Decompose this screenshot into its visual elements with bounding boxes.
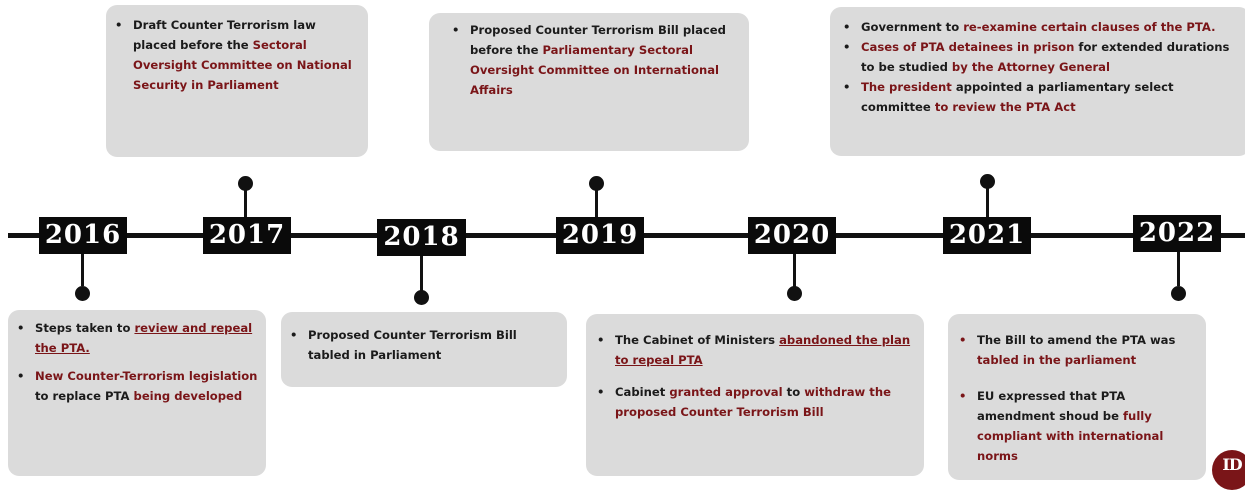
event-card-2022: The Bill to amend the PTA was tabled in … [948, 314, 1206, 480]
event-2016-bullet-1: Steps taken to review and repeal the PTA… [14, 318, 258, 358]
connector-dot-2020 [787, 286, 802, 301]
event-card-2018: Proposed Counter Terrorism Bill tabled i… [281, 312, 567, 387]
event-2019-bullet-1: Proposed Counter Terrorism Bill placed b… [449, 20, 739, 100]
event-2016-bullet-2: New Counter-Terrorism legislation to rep… [14, 366, 258, 406]
event-card-2020: The Cabinet of Ministers abandoned the p… [586, 314, 924, 476]
connector-dot-2021 [980, 174, 995, 189]
event-2020-bullet-1: The Cabinet of Ministers abandoned the p… [594, 330, 914, 370]
year-label-2016: 2016 [39, 217, 127, 254]
connector-stem-2022 [1177, 252, 1180, 286]
year-label-2021: 2021 [943, 217, 1031, 254]
event-2021-bullet-1: Government to re-examine certain clauses… [840, 17, 1244, 37]
connector-stem-2020 [793, 254, 796, 287]
year-label-2017: 2017 [203, 217, 291, 254]
event-card-2021: Government to re-examine certain clauses… [830, 7, 1245, 156]
event-2022-bullet-1: The Bill to amend the PTA was tabled in … [956, 330, 1192, 370]
event-2021-bullet-2: Cases of PTA detainees in prison for ext… [840, 37, 1244, 77]
event-card-2016: Steps taken to review and repeal the PTA… [8, 310, 266, 476]
connector-stem-2017 [244, 189, 247, 217]
event-2020-bullet-2: Cabinet granted approval to withdraw the… [594, 382, 914, 422]
event-card-2019: Proposed Counter Terrorism Bill placed b… [429, 13, 749, 151]
connector-dot-2022 [1171, 286, 1186, 301]
brand-logo: ID [1212, 450, 1245, 490]
connector-stem-2021 [986, 187, 989, 217]
event-2018-bullet-1: Proposed Counter Terrorism Bill tabled i… [287, 325, 555, 365]
connector-dot-2019 [589, 176, 604, 191]
connector-dot-2018 [414, 290, 429, 305]
event-card-2017: Draft Counter Terrorism law placed befor… [106, 5, 368, 157]
event-2017-bullet-1: Draft Counter Terrorism law placed befor… [112, 15, 358, 95]
year-label-2020: 2020 [748, 217, 836, 254]
year-label-2018: 2018 [377, 219, 466, 256]
connector-dot-2017 [238, 176, 253, 191]
connector-stem-2019 [595, 189, 598, 217]
abandoned-plan-link[interactable]: abandoned the plan to repeal PTA [615, 333, 911, 367]
connector-dot-2016 [75, 286, 90, 301]
event-2022-bullet-2: EU expressed that PTA amendment shoud be… [956, 386, 1192, 466]
year-label-2019: 2019 [556, 217, 644, 254]
year-label-2022: 2022 [1133, 215, 1221, 252]
review-repeal-link[interactable]: review and repeal the PTA. [35, 321, 253, 355]
event-2021-bullet-3: The president appointed a parliamentary … [840, 77, 1244, 117]
connector-stem-2016 [81, 254, 84, 286]
connector-stem-2018 [420, 256, 423, 291]
